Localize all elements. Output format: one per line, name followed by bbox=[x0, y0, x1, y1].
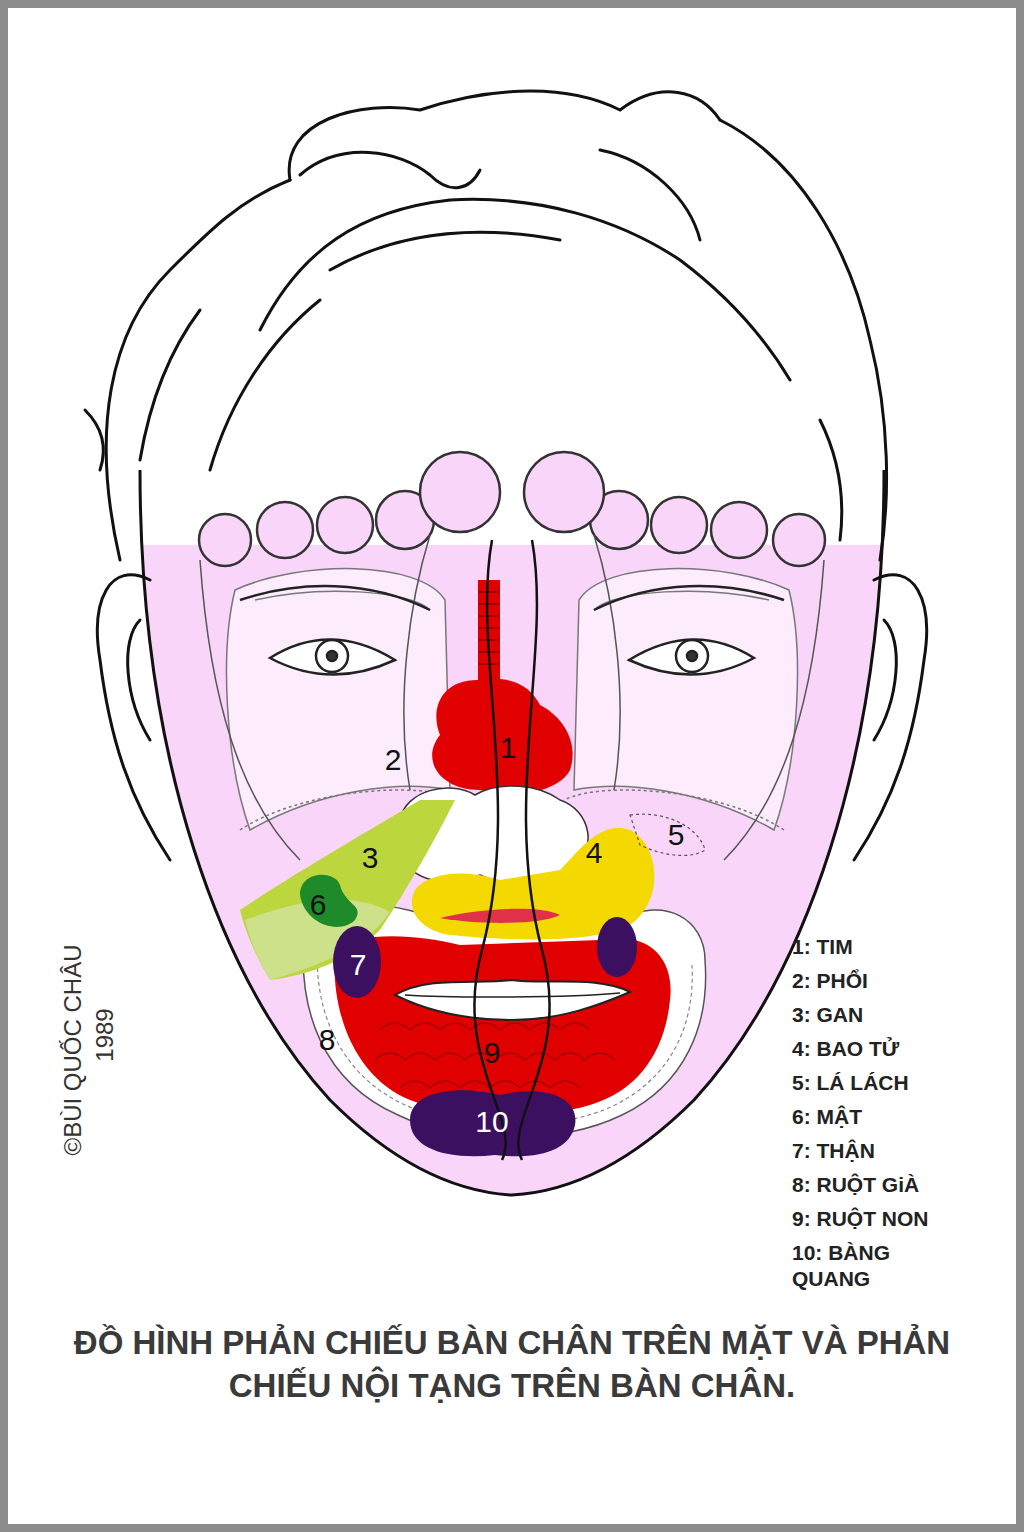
toes bbox=[711, 502, 767, 558]
key-entry: 7: THẬN bbox=[792, 1138, 875, 1164]
callout-number: 4 bbox=[586, 838, 603, 868]
face-skin bbox=[143, 545, 880, 1195]
hair bbox=[210, 300, 320, 470]
eyes bbox=[316, 640, 348, 672]
frame bbox=[8, 8, 1016, 1524]
heart bbox=[432, 679, 573, 794]
ears bbox=[97, 575, 170, 860]
callout-number: 5 bbox=[668, 820, 685, 850]
small-intestine bbox=[380, 1023, 590, 1030]
hair bbox=[600, 150, 700, 240]
eyes bbox=[240, 586, 784, 674]
callout-number: 7 bbox=[350, 950, 367, 980]
lungs bbox=[255, 591, 430, 610]
toes bbox=[199, 452, 825, 566]
bladder bbox=[410, 1090, 575, 1156]
foot-outline bbox=[200, 560, 300, 860]
eyes bbox=[629, 639, 754, 674]
bladder bbox=[410, 1090, 575, 1156]
kidneys bbox=[597, 917, 637, 977]
hair bbox=[289, 91, 720, 180]
ears bbox=[128, 620, 150, 740]
diagram-title: ĐỒ HÌNH PHẢN CHIẾU BÀN CHÂN TRÊN MẶT VÀ … bbox=[42, 1322, 982, 1408]
callout-number: 1 bbox=[500, 733, 517, 763]
gallbladder bbox=[300, 875, 358, 927]
face-outline bbox=[140, 470, 884, 1195]
face-skin bbox=[143, 545, 880, 1195]
lungs bbox=[594, 591, 769, 610]
key-entry: 4: BAO TỬ bbox=[792, 1036, 899, 1062]
face-outline bbox=[140, 470, 884, 1195]
callout-number: 6 bbox=[310, 890, 327, 920]
foot-outline bbox=[594, 535, 620, 790]
toes bbox=[651, 497, 707, 553]
heart bbox=[432, 580, 573, 794]
gallbladder bbox=[300, 875, 358, 927]
toes bbox=[773, 514, 825, 566]
hair bbox=[140, 310, 200, 460]
eyes bbox=[687, 651, 697, 661]
hair bbox=[330, 232, 560, 270]
toes bbox=[257, 502, 313, 558]
small-intestine bbox=[375, 1023, 615, 1088]
foot-center-lines bbox=[474, 540, 505, 1160]
toes bbox=[524, 452, 604, 532]
key-entry: 2: PHỔI bbox=[792, 968, 868, 994]
hair bbox=[720, 120, 887, 560]
toes bbox=[199, 514, 251, 566]
callout-number: 10 bbox=[475, 1107, 508, 1137]
key-entry: 8: RUỘT GiÀ bbox=[792, 1172, 919, 1198]
key-entry: 9: RUỘT NON bbox=[792, 1206, 929, 1232]
foot-outline bbox=[404, 535, 430, 790]
eyes bbox=[327, 651, 337, 661]
callout-number: 3 bbox=[362, 843, 379, 873]
toes bbox=[420, 452, 500, 532]
eyes bbox=[676, 640, 708, 672]
copyright-note: 1989 bbox=[92, 1008, 116, 1061]
callout-number: 2 bbox=[385, 745, 402, 775]
callout-number: 8 bbox=[319, 1025, 336, 1055]
eyes bbox=[240, 586, 430, 610]
toes bbox=[317, 497, 373, 553]
mouth bbox=[395, 980, 630, 1020]
lungs bbox=[227, 569, 450, 830]
foot-center-lines bbox=[518, 540, 549, 1160]
lungs bbox=[574, 569, 797, 830]
key-entry: 1: TIM bbox=[792, 934, 853, 960]
hair bbox=[260, 199, 790, 380]
mouth bbox=[405, 993, 620, 997]
foot-outline bbox=[724, 560, 824, 860]
spleen bbox=[630, 814, 705, 855]
hair bbox=[300, 152, 480, 187]
copyright-note: ©BÙI QUỐC CHÂU bbox=[60, 944, 84, 1155]
key-entry: 5: LÁ LÁCH bbox=[792, 1070, 909, 1096]
hair bbox=[85, 91, 887, 560]
eyes bbox=[270, 639, 395, 674]
key-entry: 3: GAN bbox=[792, 1002, 863, 1028]
stomach bbox=[440, 909, 560, 923]
key-entry: 10: BÀNG QUANG bbox=[792, 1240, 922, 1293]
eyes bbox=[594, 586, 784, 610]
key-entry: 6: MẬT bbox=[792, 1104, 862, 1130]
ears bbox=[874, 620, 896, 740]
callout-number: 9 bbox=[484, 1038, 501, 1068]
spleen bbox=[630, 814, 705, 855]
foot-center-lines bbox=[474, 540, 549, 1160]
kidneys bbox=[333, 926, 381, 998]
hair bbox=[820, 420, 842, 540]
hair bbox=[85, 410, 103, 470]
ears bbox=[854, 575, 927, 860]
hair bbox=[106, 180, 290, 560]
mouth bbox=[395, 980, 630, 1020]
